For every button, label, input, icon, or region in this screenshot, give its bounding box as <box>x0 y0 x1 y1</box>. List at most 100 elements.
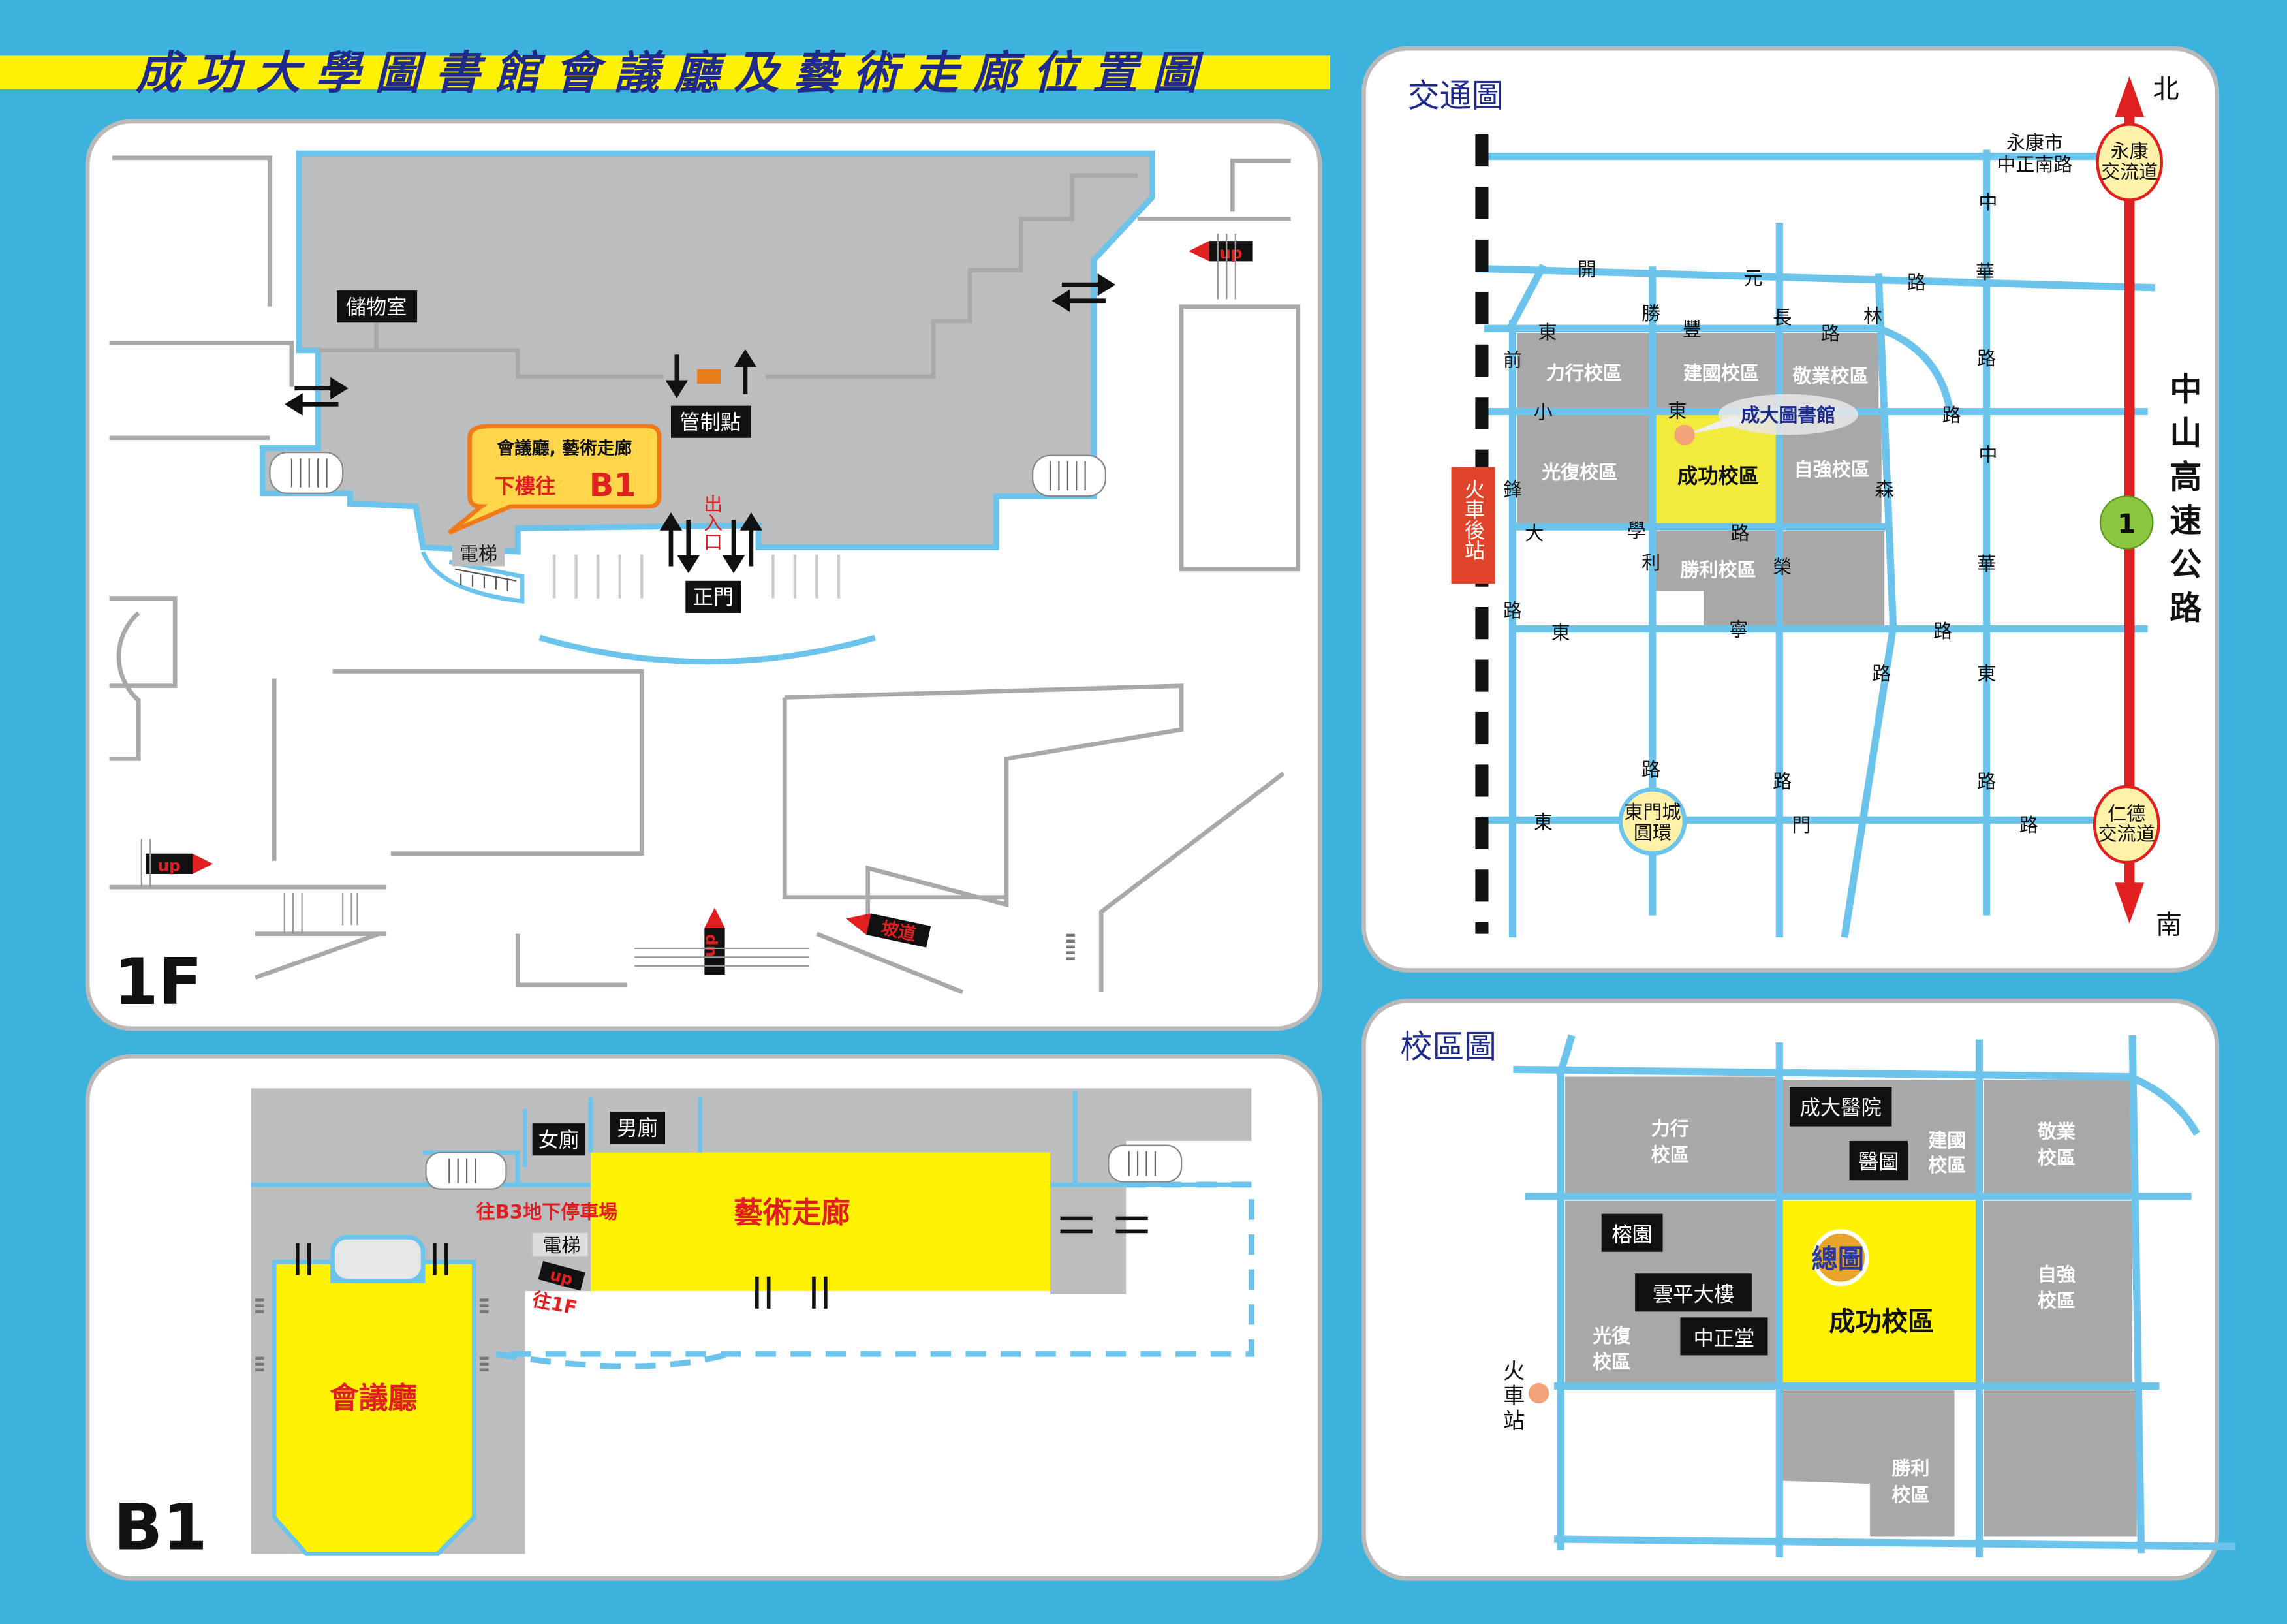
checkpoint-marker <box>697 369 721 384</box>
svg-text:東: 東 <box>1668 400 1687 422</box>
south-label: 南 <box>2156 911 2182 941</box>
svg-text:永康: 永康 <box>2111 140 2149 163</box>
campus-label: 校區 <box>1593 1351 1630 1373</box>
svg-text:仁德: 仁德 <box>2108 802 2145 824</box>
yongkang-interchange: 永康 交流道 <box>2096 123 2164 202</box>
svg-text:up: up <box>1220 243 1243 262</box>
b1-floor-area <box>251 1088 1252 1554</box>
campus-label: 勝利校區 <box>1680 559 1756 581</box>
train-station-icon <box>1528 1382 1549 1404</box>
highway-shield-icon: 1 <box>2099 495 2154 550</box>
campus-label: 光復校區 <box>1542 461 1617 483</box>
road-name-chars: 開 元 路 華 勝 豐 長 路 林 東 前 路 小 東 路 中 中 鋒 森 大 … <box>1503 191 2038 836</box>
floor-label-b1: B1 <box>114 1491 207 1565</box>
rear-station-label: 火車後站 <box>1461 478 1485 560</box>
svg-text:up: up <box>158 856 181 875</box>
svg-text:開: 開 <box>1578 258 1596 281</box>
library-location-icon <box>1674 424 1695 445</box>
campus-label: 校區 <box>1928 1154 1966 1176</box>
svg-text:總圖: 總圖 <box>1811 1244 1863 1274</box>
campus-label: 成功校區 <box>1677 465 1759 488</box>
svg-text:路: 路 <box>1730 522 1749 544</box>
campus-label: 校區 <box>2038 1290 2076 1312</box>
svg-text:東: 東 <box>1534 811 1553 834</box>
svg-text:路: 路 <box>1503 600 1522 622</box>
campus-label: 光復 <box>1593 1324 1631 1347</box>
womens-restroom-label: 女廁 <box>538 1129 580 1152</box>
svg-text:交流道: 交流道 <box>2098 823 2155 845</box>
svg-text:中: 中 <box>1978 191 1997 213</box>
svg-text:東: 東 <box>1551 621 1570 644</box>
floor-b1-panel: 會議廳 藝術走廊 女廁 男廁 往B3地下停車場 電梯 up 往1F B1 <box>85 933 1322 1581</box>
zhongzheng-hall-label: 中正堂 <box>1694 1327 1755 1351</box>
campus-label: 建國校區 <box>1683 362 1759 384</box>
banyan-garden-label: 榕園 <box>1611 1223 1653 1247</box>
campus-map-title: 校區圖 <box>1400 1028 1496 1066</box>
train-station-label: 車 <box>1503 1383 1525 1409</box>
up-marker: up <box>146 853 213 875</box>
svg-text:榮: 榮 <box>1773 556 1792 578</box>
svg-text:路: 路 <box>1933 620 1952 642</box>
campus-label: 自強校區 <box>1794 458 1870 480</box>
transit-map-title: 交通圖 <box>1407 77 1503 115</box>
svg-text:路: 路 <box>1821 322 1840 345</box>
mens-restroom-label: 男廁 <box>617 1117 658 1140</box>
svg-text:林: 林 <box>1863 305 1882 327</box>
campus-label: 力行 <box>1651 1117 1689 1140</box>
svg-text:森: 森 <box>1875 478 1894 501</box>
transit-map-panel: 交通圖 北 南 中山高速公路 1 永康市 中正南路 <box>1361 46 2220 973</box>
svg-text:中: 中 <box>1978 444 1997 466</box>
svg-text:東: 東 <box>1538 321 1557 343</box>
library-callout: 成大圖書館 <box>1674 394 1858 445</box>
callout-floor: B1 <box>589 466 636 504</box>
campus-label: 校區 <box>2038 1147 2076 1169</box>
two-way-arrows-icon <box>285 273 1116 574</box>
b1-elevator-label: 電梯 <box>542 1234 580 1257</box>
campus-label: 校區 <box>1651 1144 1689 1166</box>
svg-text:小: 小 <box>1534 401 1553 424</box>
svg-text:路: 路 <box>1907 272 1926 294</box>
svg-text:路: 路 <box>1872 663 1891 685</box>
svg-text:門: 門 <box>1792 814 1811 836</box>
campus-label: 力行校區 <box>1546 362 1622 384</box>
campus-map-panel: 校區圖 力行 校區 建國 校區 敬業 校區 光復 校區 成功校區 自強 校區 勝… <box>1361 999 2235 1581</box>
main-gate-label: 正門 <box>692 586 734 610</box>
storage-room-label: 儲物室 <box>346 296 407 319</box>
svg-text:東: 東 <box>1977 663 1996 685</box>
campus-label: 校區 <box>1891 1484 1929 1506</box>
campus-blocks <box>1517 332 1885 627</box>
callout-line1: 會議廳, 藝術走廊 <box>497 437 632 458</box>
two-way-arrows-icon <box>296 1216 1148 1309</box>
medical-library-label: 醫圖 <box>1858 1150 1899 1174</box>
stairs-icon <box>1032 454 1107 497</box>
campus-label: 成功校區 <box>1829 1307 1934 1337</box>
callout-to-b1: 會議廳, 藝術走廊 下樓往 B1 <box>448 424 662 535</box>
svg-text:鋒: 鋒 <box>1503 478 1522 501</box>
north-label: 北 <box>2153 74 2179 104</box>
highway-label: 中山高速公路 <box>2164 372 2202 634</box>
campus-label: 建國 <box>1928 1129 1966 1151</box>
svg-text:路: 路 <box>1773 770 1792 792</box>
svg-text:交流道: 交流道 <box>2101 161 2158 183</box>
yongkang-road-label: 中正南路 <box>1997 153 2072 176</box>
svg-text:up: up <box>700 934 719 957</box>
svg-text:成大圖書館: 成大圖書館 <box>1741 404 1835 426</box>
up-marker: up <box>700 907 725 975</box>
front-plaza-curve <box>538 634 877 665</box>
east-gate-roundabout: 東門城 圓環 <box>1618 787 1687 856</box>
svg-text:長: 長 <box>1773 306 1792 328</box>
svg-text:路: 路 <box>2019 814 2038 836</box>
svg-text:1: 1 <box>2117 509 2136 539</box>
yunping-building-label: 雲平大樓 <box>1653 1283 1734 1307</box>
svg-text:寧: 寧 <box>1729 619 1748 641</box>
svg-text:勝: 勝 <box>1641 302 1660 324</box>
svg-text:利: 利 <box>1641 552 1660 574</box>
svg-text:華: 華 <box>1977 553 1996 575</box>
svg-text:路: 路 <box>1641 758 1660 781</box>
campus-label: 敬業 <box>2037 1120 2076 1142</box>
campus-label: 自強 <box>2038 1263 2076 1285</box>
yongkang-road-label: 永康市 <box>2006 131 2063 153</box>
svg-text:東門城: 東門城 <box>1624 801 1681 823</box>
svg-text:元: 元 <box>1744 267 1763 289</box>
